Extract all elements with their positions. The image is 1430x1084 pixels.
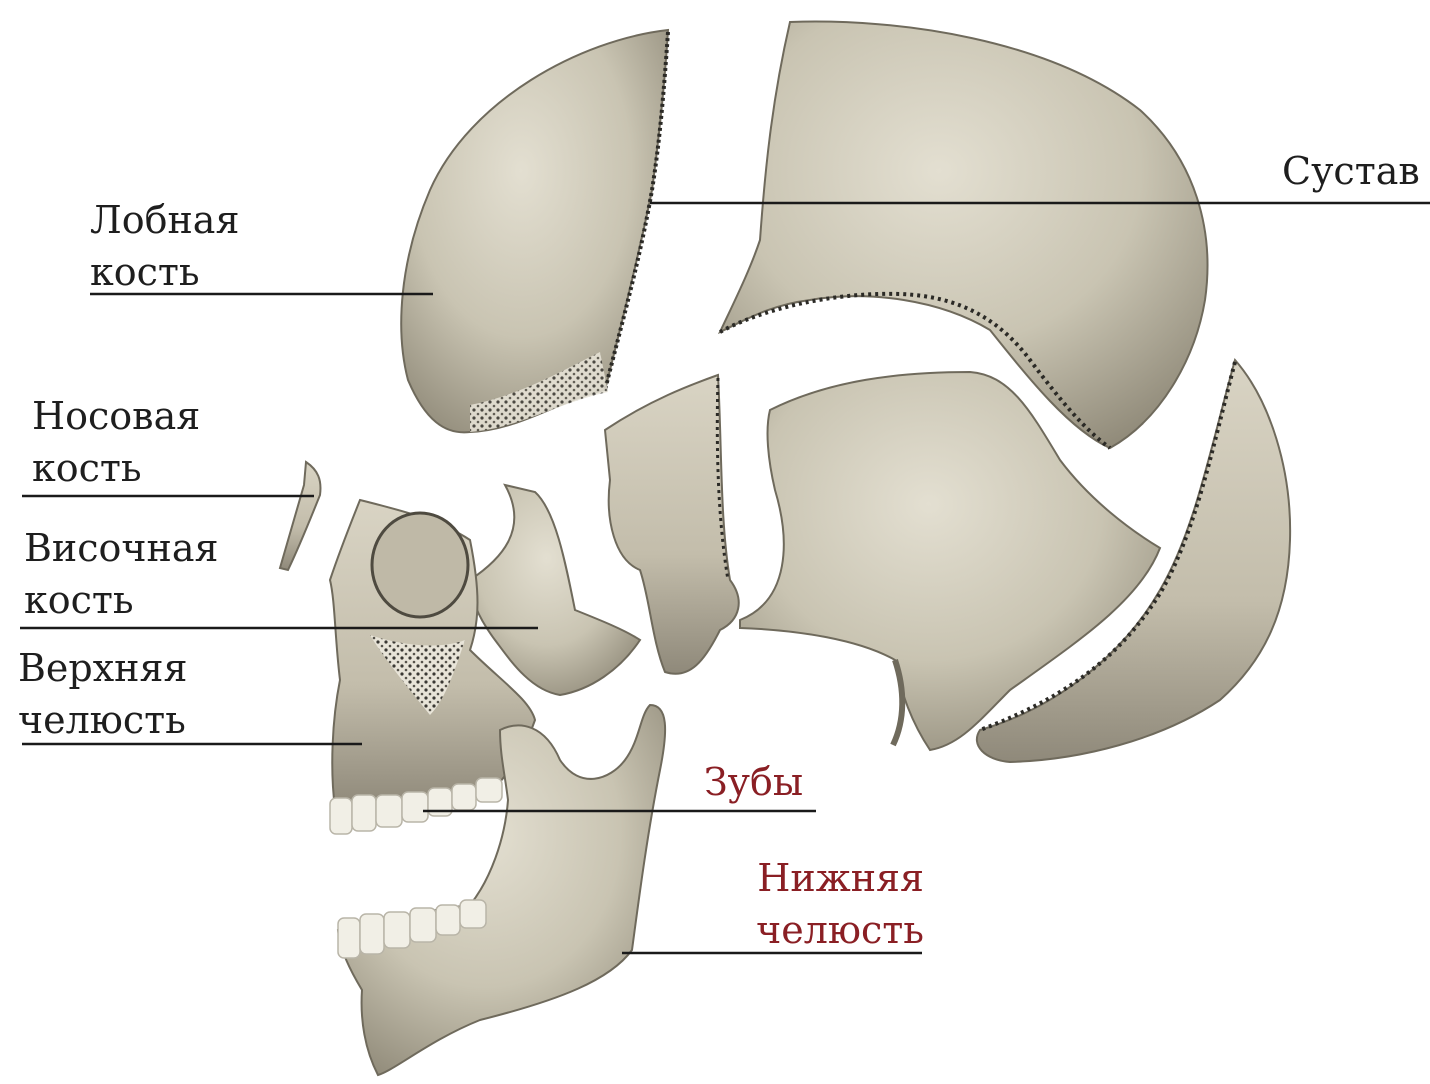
- label-maxilla: Верхняя челюсть: [18, 642, 187, 746]
- label-temporal-bone: Височная кость: [24, 522, 219, 626]
- label-temporal-line1: Височная: [24, 522, 219, 574]
- label-temporal-line2: кость: [24, 574, 219, 626]
- label-nasal-line2: кость: [32, 442, 200, 494]
- label-maxilla-line1: Верхняя: [18, 642, 187, 694]
- label-joint: Сустав: [1282, 145, 1420, 197]
- sphenoid-bone: [605, 375, 739, 674]
- label-mandible: Нижняя челюсть: [740, 852, 924, 956]
- label-mandible-line2: челюсть: [740, 904, 924, 956]
- label-frontal-line1: Лобная: [90, 194, 239, 246]
- label-nasal-line1: Носовая: [32, 390, 200, 442]
- label-frontal-bone: Лобная кость: [90, 194, 239, 298]
- label-nasal-bone: Носовая кость: [32, 390, 200, 494]
- label-teeth: Зубы: [704, 756, 803, 808]
- label-maxilla-line2: челюсть: [18, 694, 187, 746]
- frontal-bone: [401, 30, 668, 432]
- label-frontal-line2: кость: [90, 246, 239, 298]
- label-mandible-line1: Нижняя: [740, 852, 924, 904]
- nasal-bone: [280, 462, 320, 570]
